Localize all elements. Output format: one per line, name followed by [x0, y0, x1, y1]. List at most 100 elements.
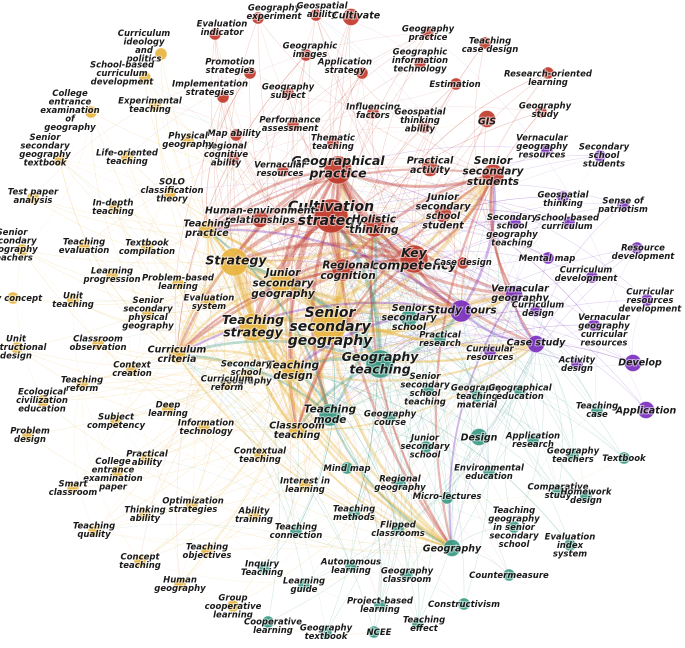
network-edge — [328, 325, 401, 484]
node-circle — [411, 617, 425, 631]
network-edge — [330, 215, 448, 499]
network-edge — [513, 196, 564, 295]
network-edge — [451, 247, 638, 549]
node-circle — [391, 522, 405, 536]
network-edge — [176, 339, 381, 366]
network-edge — [434, 213, 510, 576]
network-edge — [21, 111, 92, 251]
network-edge — [191, 229, 226, 506]
node-circle — [281, 86, 295, 100]
network-edge — [329, 16, 352, 171]
node-circle — [208, 27, 222, 41]
network-edge — [315, 14, 421, 64]
network-edge — [280, 281, 515, 528]
network-edge — [154, 105, 237, 136]
network-edge — [397, 343, 537, 530]
node-circle — [10, 341, 24, 355]
network-edge — [27, 96, 224, 436]
network-edge — [280, 280, 515, 311]
network-edge — [280, 281, 537, 348]
network-edge — [372, 112, 415, 260]
network-edge — [267, 343, 537, 623]
network-edge — [235, 134, 344, 271]
network-edge — [292, 258, 415, 371]
network-edge — [83, 126, 425, 247]
network-edge — [342, 250, 593, 278]
network-edge — [379, 310, 537, 365]
node-circle — [148, 99, 162, 113]
network-edge — [187, 139, 332, 217]
network-edge — [329, 414, 382, 606]
network-edge — [144, 293, 515, 515]
network-edge — [111, 274, 381, 365]
node-circle — [362, 214, 386, 238]
network-edge — [329, 383, 521, 416]
network-edge — [227, 17, 259, 328]
network-edge — [487, 196, 564, 473]
network-edge — [595, 247, 638, 412]
network-edge — [379, 340, 634, 365]
network-edge — [342, 269, 571, 546]
node-circle — [163, 186, 177, 200]
network-edge — [176, 354, 352, 567]
node-circle — [449, 299, 473, 323]
node-circle — [393, 476, 407, 490]
network-edge — [289, 72, 363, 371]
network-edge — [59, 159, 462, 312]
network-edge — [214, 33, 490, 473]
node-circle — [26, 191, 40, 205]
network-edge — [296, 427, 490, 473]
network-edge — [280, 281, 391, 418]
network-edge — [225, 383, 453, 549]
network-edge — [176, 354, 375, 633]
node-circle — [298, 478, 312, 492]
network-edge — [27, 269, 344, 436]
node-circle — [562, 215, 576, 229]
network-edge — [214, 96, 254, 328]
network-edge — [232, 261, 299, 432]
network-edge — [214, 33, 330, 327]
network-edge — [342, 269, 510, 576]
network-edge — [336, 72, 419, 625]
network-edge — [288, 169, 340, 371]
network-edge — [252, 225, 375, 328]
node-circle — [140, 451, 154, 465]
network-edge — [245, 92, 289, 328]
network-edge — [126, 156, 344, 271]
network-edge — [12, 225, 375, 305]
network-edge — [330, 215, 381, 365]
network-edge — [373, 72, 549, 227]
network-edge — [232, 168, 339, 263]
network-edge — [273, 281, 299, 432]
node-circle — [219, 247, 249, 277]
network-edge — [279, 281, 453, 549]
network-edge — [59, 159, 564, 226]
node-circle — [226, 152, 240, 166]
node-circle — [226, 599, 240, 613]
network-edge — [177, 32, 429, 285]
network-edge — [252, 225, 375, 328]
network-edge — [177, 283, 298, 432]
network-edge — [59, 159, 178, 356]
node-circle — [563, 538, 577, 552]
node-label: Case design — [434, 258, 492, 268]
network-edge — [315, 14, 587, 497]
network-edge — [337, 158, 494, 176]
network-edge — [460, 111, 542, 312]
network-edge — [176, 353, 331, 416]
network-edge — [296, 430, 453, 549]
